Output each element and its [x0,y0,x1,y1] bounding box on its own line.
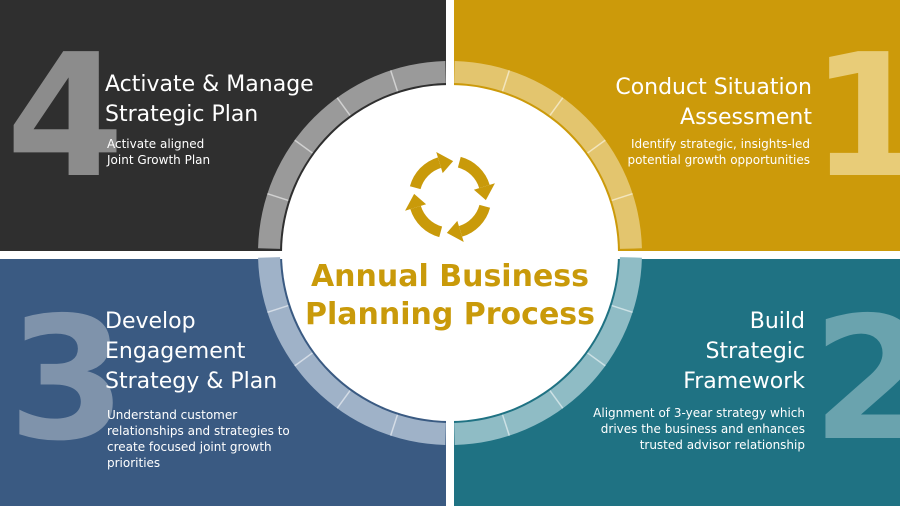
step-3-desc-line: create focused joint growth [107,440,272,454]
step-4-title: Activate & Manage Strategic Plan [105,70,314,130]
step-3-title: Develop Engagement Strategy & Plan [105,307,277,397]
step-1-title-line: Assessment [680,105,812,130]
ring-tick [587,139,606,154]
step-2-desc-line: trusted advisor relationship [639,438,805,452]
cycle-arrow-head [436,152,454,174]
step-3-title-line: Strategy & Plan [105,369,278,394]
step-3-desc-line: priorities [107,456,161,470]
ring-tick [389,414,399,436]
step-3-number: 3 [8,281,127,479]
step-4-description: Activate aligned Joint Growth Plan [107,136,210,168]
step-3-description: Understand customer relationships and st… [107,407,290,471]
step-4-title-line: Activate & Manage [105,72,314,97]
step-2-desc-line: drives the business and enhances [600,422,805,436]
step-3-title-line: Develop [105,309,196,334]
cycle-arrow-segment [457,156,490,189]
step-4-title-line: Strategic Plan [105,102,259,127]
ring-tick [267,192,289,202]
step-3-desc-line: Understand customer [107,408,238,422]
ring-segment-step-3 [258,257,446,445]
ring-segment-step-2 [454,257,642,445]
step-2-title-line: Build [749,309,805,334]
center-hub [282,85,618,421]
ring-segment-step-4 [258,61,446,249]
step-2-desc-line: Alignment of 3-year strategy which [593,406,805,420]
ring-tick [267,304,289,314]
step-2-title: Build Strategic Framework [683,307,805,397]
center-title-line: Planning Process [304,297,596,332]
cycle-arrow-segment [458,204,491,237]
ring-segment-step-1 [454,61,642,249]
ring-tick [294,352,313,367]
step-1-title-line: Conduct Situation [615,75,812,100]
step-3-title-line: Engagement [105,339,246,364]
ring-tick [294,139,313,154]
step-2-title-line: Framework [683,369,805,394]
center-title: Annual Business Planning Process [300,258,600,334]
cycle-arrow-segment [409,157,442,190]
step-4-desc-line: Activate aligned [107,137,205,151]
cycle-arrow-head [446,220,464,242]
ring-tick [501,414,511,436]
ring-tick [501,70,511,92]
ring-tick [336,97,351,116]
step-1-title: Conduct Situation Assessment [615,73,812,133]
cycle-arrows-icon [405,152,495,242]
ring-tick [587,352,606,367]
step-2-title-line: Strategic [705,339,805,364]
ring-tick [611,304,633,314]
step-2-description: Alignment of 3-year strategy which drive… [593,405,805,453]
ring-tick [549,97,564,116]
cycle-arrow-head [473,183,495,201]
step-4-number: 4 [6,18,125,216]
cycle-arrow-segment [410,205,443,238]
step-1-desc-line: Identify strategic, insights-led [631,137,810,151]
step-2-number: 2 [812,281,900,479]
step-3-desc-line: relationships and strategies to [107,424,290,438]
step-4-desc-line: Joint Growth Plan [107,153,211,167]
step-1-number: 1 [810,18,900,216]
ring-tick [389,70,399,92]
cycle-arrow-head [405,193,427,211]
ring-tick [336,390,351,409]
step-1-desc-line: potential growth opportunities [627,153,810,167]
step-1-description: Identify strategic, insights-led potenti… [627,136,810,168]
center-title-line: Annual Business [310,259,590,294]
ring-tick [611,192,633,202]
ring-tick [549,390,564,409]
